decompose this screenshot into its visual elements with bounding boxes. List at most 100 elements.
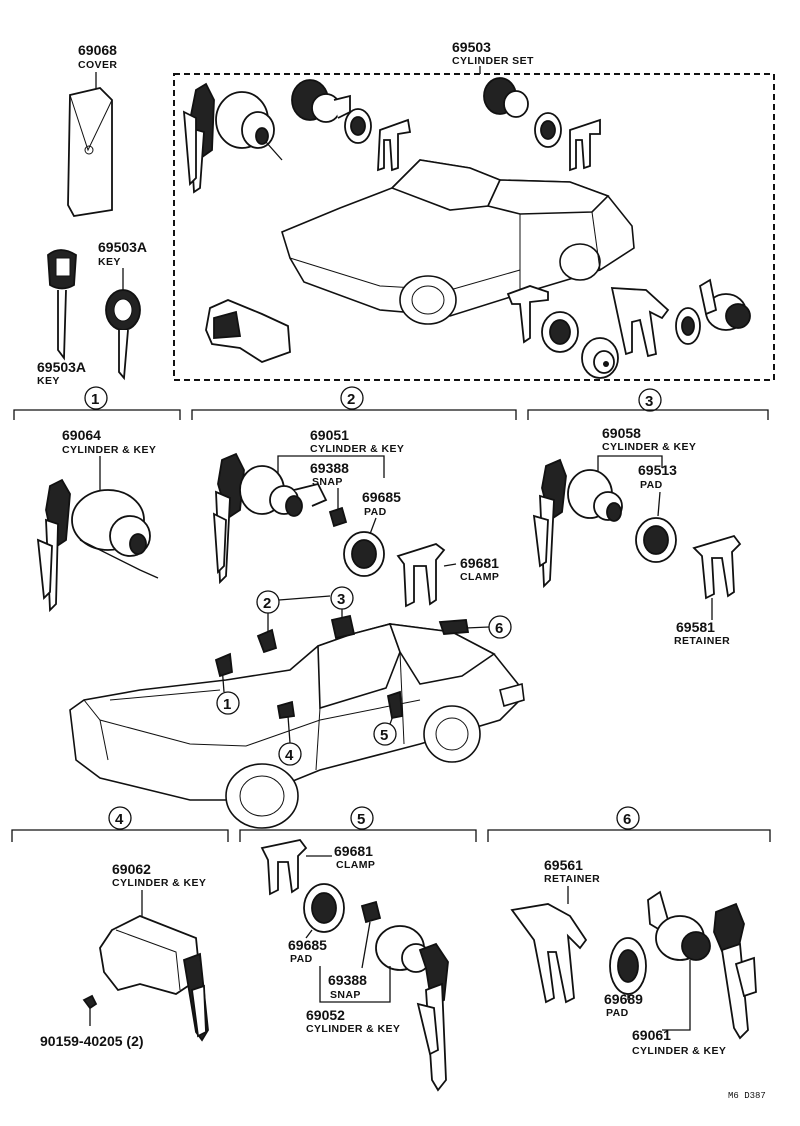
part-69681-clamp-b: 69681 CLAMP — [260, 839, 375, 896]
section-number: 3 — [337, 591, 345, 608]
ignition-cylinder-icon — [182, 82, 283, 194]
part-69388-snap-b: 69388 SNAP — [328, 900, 382, 1001]
part-name: SNAP — [330, 989, 361, 1001]
section-1-header: 1 — [13, 386, 181, 420]
part-name: RETAINER — [674, 635, 730, 647]
part-name: CYLINDER & KEY — [602, 441, 696, 453]
part-name: PAD — [606, 1007, 629, 1019]
door-cylinder-icon — [291, 79, 412, 172]
part-69052-cylinder-key: 69052 CYLINDER & KEY — [306, 925, 449, 1092]
part-name: PAD — [364, 506, 387, 518]
part-69061-cylinder-key: 69061 CYLINDER & KEY — [632, 890, 757, 1057]
part-name: CYLINDER SET — [452, 55, 534, 67]
section-3-header: 3 — [527, 388, 769, 420]
part-number: 69685 — [362, 489, 401, 505]
section-number: 2 — [347, 391, 355, 408]
retainer-icon — [692, 534, 742, 600]
section-number: 4 — [115, 811, 124, 828]
section-number: 5 — [357, 811, 365, 828]
part-69685-pad-a: 69685 PAD — [343, 489, 401, 577]
part-number: 69064 — [62, 427, 101, 443]
part-number: 69052 — [306, 1007, 345, 1023]
part-name: CYLINDER & KEY — [112, 877, 206, 889]
drawing-code: M6 D387 — [728, 1091, 766, 1101]
car-location-diagram — [69, 623, 525, 829]
callout-6: 6 — [438, 615, 512, 639]
part-number: 69058 — [602, 425, 641, 441]
part-number: 69388 — [328, 972, 367, 988]
part-number: 69561 — [544, 857, 583, 873]
part-69513-pad: 69513 PAD — [635, 462, 677, 563]
clamp-icon — [396, 543, 446, 608]
part-69062-cylinder-key: 69062 CYLINDER & KEY — [99, 861, 209, 1042]
part-number: 69513 — [638, 462, 677, 478]
part-name: KEY — [37, 375, 60, 387]
callout-3: 3 — [330, 586, 356, 640]
part-number: 69689 — [604, 991, 643, 1007]
section-number: 6 — [495, 620, 503, 637]
part-69681-clamp-a: 69681 CLAMP — [396, 543, 499, 608]
section-4-header: 4 — [11, 806, 229, 842]
cylinder-set-box — [173, 73, 775, 381]
part-number: 69062 — [112, 861, 151, 877]
part-name: PAD — [290, 953, 313, 965]
part-69503-cylinder-set: 69503 CYLINDER SET — [173, 39, 775, 381]
callout-4: 4 — [276, 700, 302, 766]
part-name: RETAINER — [544, 873, 600, 885]
section-number: 5 — [380, 727, 388, 744]
part-69685-pad-b: 69685 PAD — [288, 883, 345, 965]
part-number: 69581 — [676, 619, 715, 635]
part-number: 69681 — [334, 843, 373, 859]
part-90159-screw: 90159-40205 (2) — [40, 994, 144, 1049]
part-name: CYLINDER & KEY — [310, 443, 404, 455]
part-69689-pad: 69689 PAD — [604, 937, 647, 1019]
car-outline-icon — [281, 159, 635, 325]
part-name: SNAP — [312, 476, 343, 488]
door-cylinder-icon — [483, 77, 601, 172]
retainer-icon — [506, 278, 751, 379]
part-69068-cover: 69068 COVER — [67, 42, 117, 217]
callout-5: 5 — [373, 690, 403, 746]
part-number: 90159-40205 (2) — [40, 1033, 144, 1049]
snap-icon — [328, 506, 348, 528]
part-name: PAD — [640, 479, 663, 491]
part-name: COVER — [78, 59, 117, 71]
section-5-header: 5 — [239, 806, 477, 842]
section-number: 2 — [263, 595, 271, 612]
part-number: 69388 — [310, 460, 349, 476]
part-69064-cylinder-key: 69064 CYLINDER & KEY — [36, 427, 159, 613]
retainer-icon — [510, 903, 588, 1004]
snap-icon — [360, 900, 382, 924]
part-number: 69061 — [632, 1027, 671, 1043]
clamp-icon — [260, 839, 308, 896]
trunk-cylinder-icon — [205, 299, 291, 363]
part-number: 69503A — [37, 359, 86, 375]
section-number: 4 — [285, 747, 294, 764]
part-69503A-key-right: 69503A KEY — [98, 239, 147, 381]
part-69503A-key-left: 69503A KEY — [37, 249, 86, 387]
key-cover-icon — [67, 87, 113, 217]
section-number: 1 — [223, 696, 231, 713]
part-69561-retainer: 69561 RETAINER — [510, 857, 600, 1004]
section-2-header: 2 — [191, 386, 517, 420]
part-name: CLAMP — [336, 859, 375, 871]
section-number: 1 — [91, 391, 99, 408]
part-69388-snap-a: 69388 SNAP — [310, 460, 349, 528]
part-number: 69051 — [310, 427, 349, 443]
part-name: CLAMP — [460, 571, 499, 583]
part-name: KEY — [98, 256, 121, 268]
part-number: 69068 — [78, 42, 117, 58]
section-number: 6 — [623, 811, 631, 828]
screw-icon — [82, 994, 98, 1010]
part-69058-cylinder-key: 69058 CYLINDER & KEY — [532, 425, 696, 589]
callout-1: 1 — [214, 652, 240, 715]
part-69581-retainer: 69581 RETAINER — [674, 534, 742, 647]
part-69051-cylinder-key: 69051 CYLINDER & KEY — [212, 427, 404, 585]
part-name: CYLINDER & KEY — [62, 444, 156, 456]
part-name: CYLINDER & KEY — [306, 1023, 400, 1035]
part-number: 69503 — [452, 39, 491, 55]
part-number: 69503A — [98, 239, 147, 255]
callout-2: 2 — [256, 590, 331, 654]
part-number: 69681 — [460, 555, 499, 571]
